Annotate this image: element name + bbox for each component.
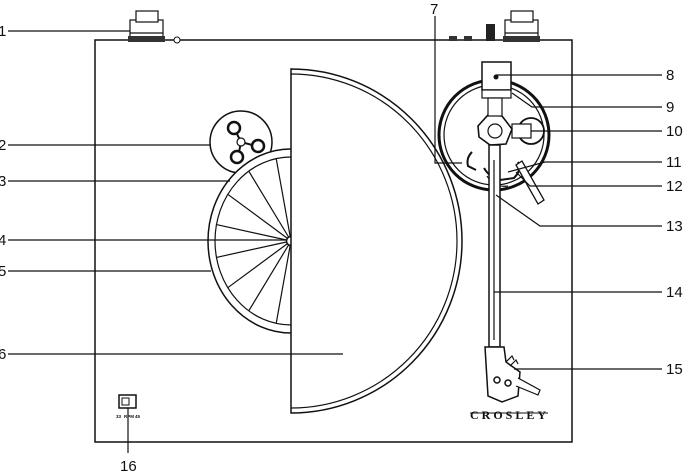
platter-spoke: [275, 158, 292, 242]
platter-mat: [290, 68, 463, 414]
speed-label-33: 33: [116, 414, 122, 419]
platter-spoke: [227, 240, 292, 289]
callout-9: 9: [666, 99, 674, 116]
platter-spoke: [248, 240, 292, 312]
speed-label-rpm: RPM: [124, 414, 134, 419]
brand-logo: CROSLEY: [470, 408, 549, 422]
hinge-left: [128, 10, 165, 42]
callout-7: 7: [430, 1, 438, 18]
platter-spoke: [216, 224, 292, 242]
platter-spoke: [216, 240, 292, 258]
callout-11: 11: [666, 154, 682, 171]
platter-spoke: [227, 193, 292, 242]
leader-lines: [8, 16, 662, 453]
callout-labels: 1 2 3 4 5 6 7 8 9 10 11 12 13 14 15 16: [0, 1, 683, 475]
platter-spokes: [216, 158, 292, 324]
callout-12: 12: [666, 178, 683, 195]
rear-jacks: [449, 24, 495, 41]
callout-8: 8: [666, 67, 674, 84]
callout-2: 2: [0, 137, 6, 154]
callout-1: 1: [0, 23, 6, 40]
callout-4: 4: [0, 232, 6, 249]
callout-5: 5: [0, 263, 6, 280]
hinge-right: [503, 10, 540, 42]
callout-10: 10: [666, 123, 683, 140]
callout-15: 15: [666, 361, 683, 378]
platter-spoke: [248, 170, 292, 242]
platter: [207, 148, 297, 334]
callout-3: 3: [0, 173, 6, 190]
callout-16: 16: [120, 458, 137, 475]
platter-spoke: [275, 240, 292, 324]
tonearm-assembly: [437, 61, 551, 403]
callout-13: 13: [666, 218, 683, 235]
speed-label-45: 45: [135, 414, 141, 419]
callout-14: 14: [666, 284, 683, 301]
callout-6: 6: [0, 346, 6, 363]
